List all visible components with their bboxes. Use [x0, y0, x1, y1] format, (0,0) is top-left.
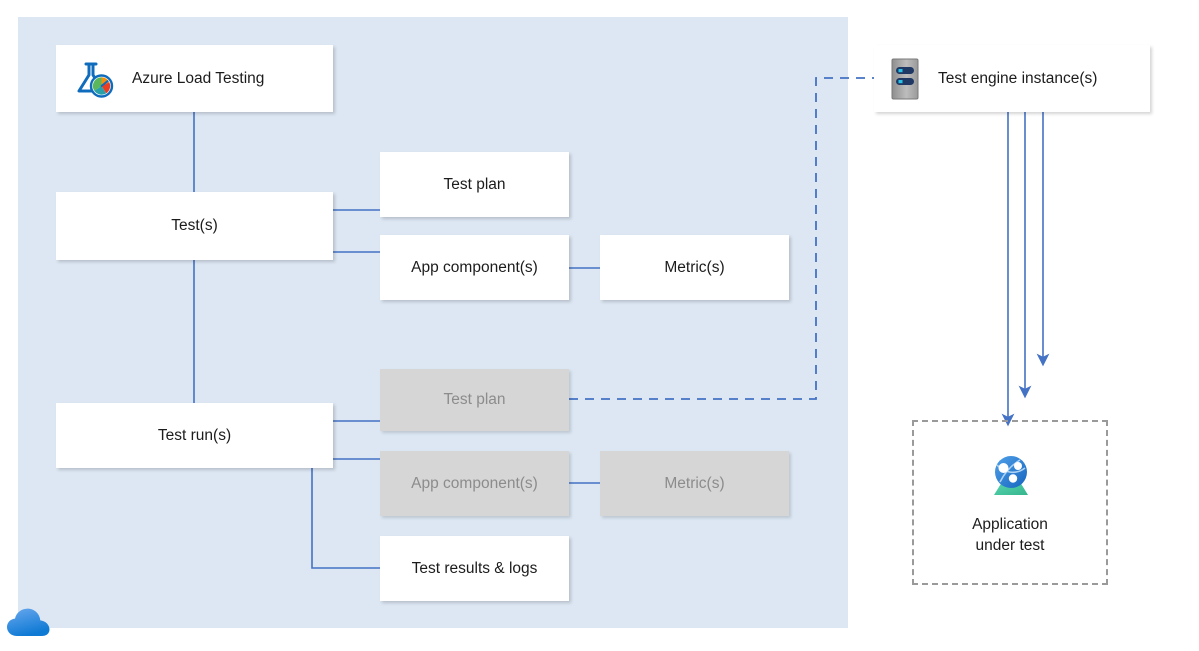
node-tests[interactable]: Test(s) [56, 192, 333, 260]
node-label-test-engine-instances: Test engine instance(s) [938, 69, 1098, 87]
node-test-results-logs[interactable]: Test results & logs [380, 536, 569, 601]
cloud-icon [6, 606, 52, 640]
node-metrics-run[interactable]: Metric(s) [600, 451, 789, 516]
node-label-app-components-run: App component(s) [411, 474, 538, 492]
node-label-test-results-logs: Test results & logs [411, 559, 538, 577]
flask-gauge-icon [72, 58, 114, 100]
aut-label-line1: Application [972, 515, 1048, 533]
server-instance-icon [890, 57, 920, 101]
node-label-app-components: App component(s) [411, 258, 538, 276]
node-label-application-under-test: Application under test [972, 515, 1048, 557]
node-app-components-run[interactable]: App component(s) [380, 451, 569, 516]
aut-label-line2: under test [975, 536, 1045, 554]
node-label-test-plan-run: Test plan [443, 391, 506, 409]
node-application-under-test[interactable]: Application under test [912, 420, 1108, 585]
node-label-test-plan: Test plan [443, 175, 506, 193]
node-app-components[interactable]: App component(s) [380, 235, 569, 300]
node-label-metrics-run: Metric(s) [664, 474, 725, 492]
node-test-runs[interactable]: Test run(s) [56, 403, 333, 468]
node-label-azure-load-testing: Azure Load Testing [132, 69, 265, 87]
globe-network-icon [982, 449, 1038, 501]
node-azure-load-testing[interactable]: Azure Load Testing [56, 45, 333, 112]
node-test-engine-instances[interactable]: Test engine instance(s) [874, 45, 1150, 112]
node-metrics[interactable]: Metric(s) [600, 235, 789, 300]
node-test-plan-run[interactable]: Test plan [380, 369, 569, 431]
node-label-metrics: Metric(s) [664, 258, 725, 276]
node-label-test-runs: Test run(s) [157, 426, 232, 444]
node-test-plan[interactable]: Test plan [380, 152, 569, 217]
node-label-tests: Test(s) [171, 217, 218, 235]
